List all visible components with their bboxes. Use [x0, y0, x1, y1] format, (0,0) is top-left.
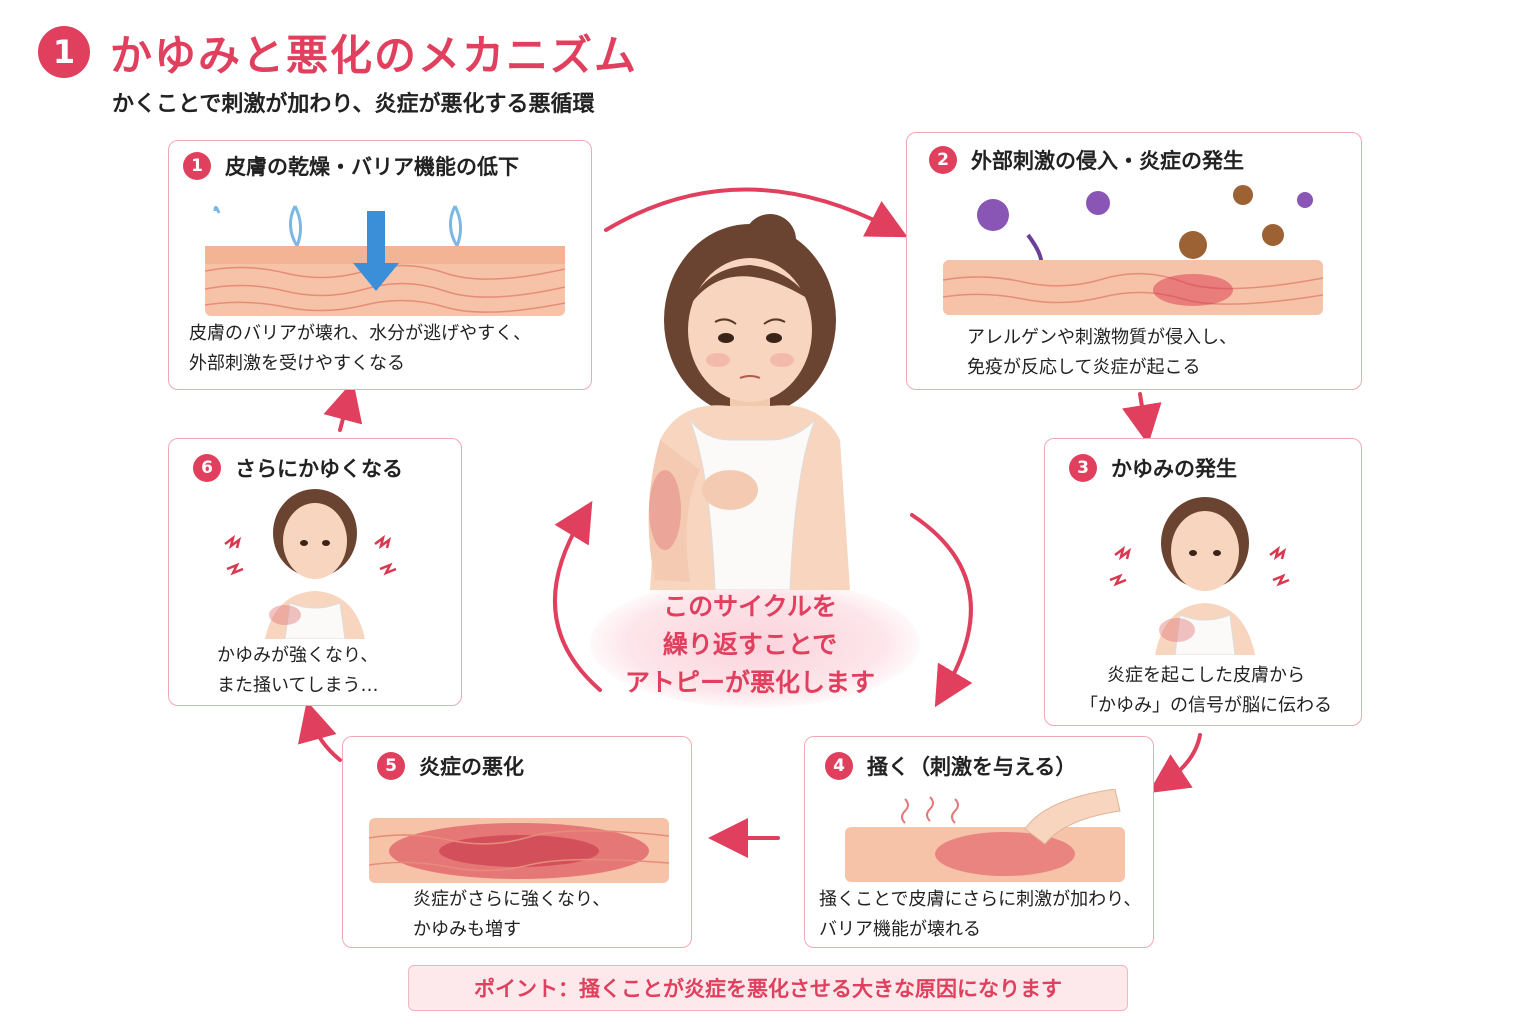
step-1-description: 皮膚のバリアが壊れ、水分が逃げやすく、 外部刺激を受けやすくなる	[189, 319, 589, 379]
step-card-1: 1 皮膚の乾燥・バリア機能の低下 皮膚のバリアが壊れ、水分が逃げやすく、 外部刺…	[168, 140, 592, 390]
step-card-4: 4 掻く（刺激を与える） 掻くことで皮膚にさらに刺激が加わり、 バリア機能が壊れ…	[804, 736, 1154, 948]
step-6-line-1: かゆみが強くなり、	[217, 641, 457, 671]
step-6-title: さらにかゆくなる	[235, 453, 403, 483]
step-3-title: かゆみの発生	[1111, 453, 1237, 483]
center-cycle-message: このサイクルを 繰り返すことで アトピーが悪化します	[600, 588, 900, 702]
step-1-line-2: 外部刺激を受けやすくなる	[189, 349, 589, 379]
worsened-inflammation-illustration	[369, 793, 669, 888]
point-text: ポイント：掻くことが炎症を悪化させる大きな原因になります	[474, 973, 1062, 1003]
step-4-line-1: 掻くことで皮膚にさらに刺激が加わり、	[819, 885, 1149, 915]
center-line-2: 繰り返すことで	[600, 626, 900, 664]
step-4-header: 4 掻く（刺激を与える）	[825, 751, 1076, 781]
step-2-header: 2 外部刺激の侵入・炎症の発生	[929, 145, 1244, 175]
step-1-title: 皮膚の乾燥・バリア機能の低下	[225, 151, 519, 181]
step-1-line-1: 皮膚のバリアが壊れ、水分が逃げやすく、	[189, 319, 589, 349]
step-2-number: 2	[929, 146, 957, 174]
step-5-number: 5	[377, 752, 405, 780]
step-2-line-1: アレルゲンや刺激物質が侵入し、	[967, 323, 1347, 353]
step-card-2: 2 外部刺激の侵入・炎症の発生 アレルゲンや刺激物質が侵入し、 免疫が反応して炎…	[906, 132, 1362, 390]
step-card-6: 6 さらにかゆくなる かゆみが強くなり、 また掻いてしまう…	[168, 438, 462, 706]
step-4-title: 掻く（刺激を与える）	[867, 751, 1076, 781]
step-1-header: 1 皮膚の乾燥・バリア機能の低下	[183, 151, 519, 181]
step-6-number: 6	[193, 454, 221, 482]
step-5-line-2: かゆみも増す	[413, 915, 683, 945]
woman-illustration	[620, 210, 880, 590]
arrow-2-to-3	[1140, 394, 1145, 425]
step-6-description: かゆみが強くなり、 また掻いてしまう…	[217, 641, 457, 701]
step-6-line-2: また掻いてしまう…	[217, 671, 457, 701]
step-2-title: 外部刺激の侵入・炎症の発生	[971, 145, 1244, 175]
more-itchy-woman-illustration	[215, 489, 415, 639]
step-3-number: 3	[1069, 454, 1097, 482]
step-3-header: 3 かゆみの発生	[1069, 453, 1237, 483]
step-5-header: 5 炎症の悪化	[377, 751, 524, 781]
step-4-number: 4	[825, 752, 853, 780]
scratching-hand-illustration	[845, 789, 1125, 884]
step-2-line-2: 免疫が反応して炎症が起こる	[967, 353, 1347, 383]
itchy-woman-illustration	[1105, 495, 1305, 655]
step-2-description: アレルゲンや刺激物質が侵入し、 免疫が反応して炎症が起こる	[967, 323, 1347, 383]
center-line-1: このサイクルを	[600, 588, 900, 626]
point-banner: ポイント：掻くことが炎症を悪化させる大きな原因になります	[408, 965, 1128, 1011]
skin-barrier-dry-illustration	[205, 201, 565, 316]
step-3-description: 炎症を起こした皮膚から 「かゆみ」の信号が脳に伝わる	[1059, 661, 1353, 721]
arrow-3-to-4	[1165, 735, 1200, 782]
arrow-6-to-1	[340, 400, 348, 430]
allergen-invasion-illustration	[943, 185, 1323, 315]
step-6-header: 6 さらにかゆくなる	[193, 453, 403, 483]
center-cycle-left	[555, 518, 600, 690]
step-5-title: 炎症の悪化	[419, 751, 524, 781]
step-4-line-2: バリア機能が壊れる	[819, 915, 1149, 945]
step-3-line-1: 炎症を起こした皮膚から	[1059, 661, 1353, 691]
step-card-3: 3 かゆみの発生 炎症を起こした皮膚から 「かゆみ」の信号が脳に伝わる	[1044, 438, 1362, 726]
center-line-3: アトピーが悪化します	[600, 664, 900, 702]
step-5-description: 炎症がさらに強くなり、 かゆみも増す	[413, 885, 683, 945]
arrow-5-to-6	[312, 720, 340, 760]
step-1-number: 1	[183, 152, 211, 180]
step-4-description: 掻くことで皮膚にさらに刺激が加わり、 バリア機能が壊れる	[819, 885, 1149, 945]
step-card-5: 5 炎症の悪化 炎症がさらに強くなり、 かゆみも増す	[342, 736, 692, 948]
center-cycle-right	[912, 515, 971, 690]
step-5-line-1: 炎症がさらに強くなり、	[413, 885, 683, 915]
step-3-line-2: 「かゆみ」の信号が脳に伝わる	[1059, 691, 1353, 721]
